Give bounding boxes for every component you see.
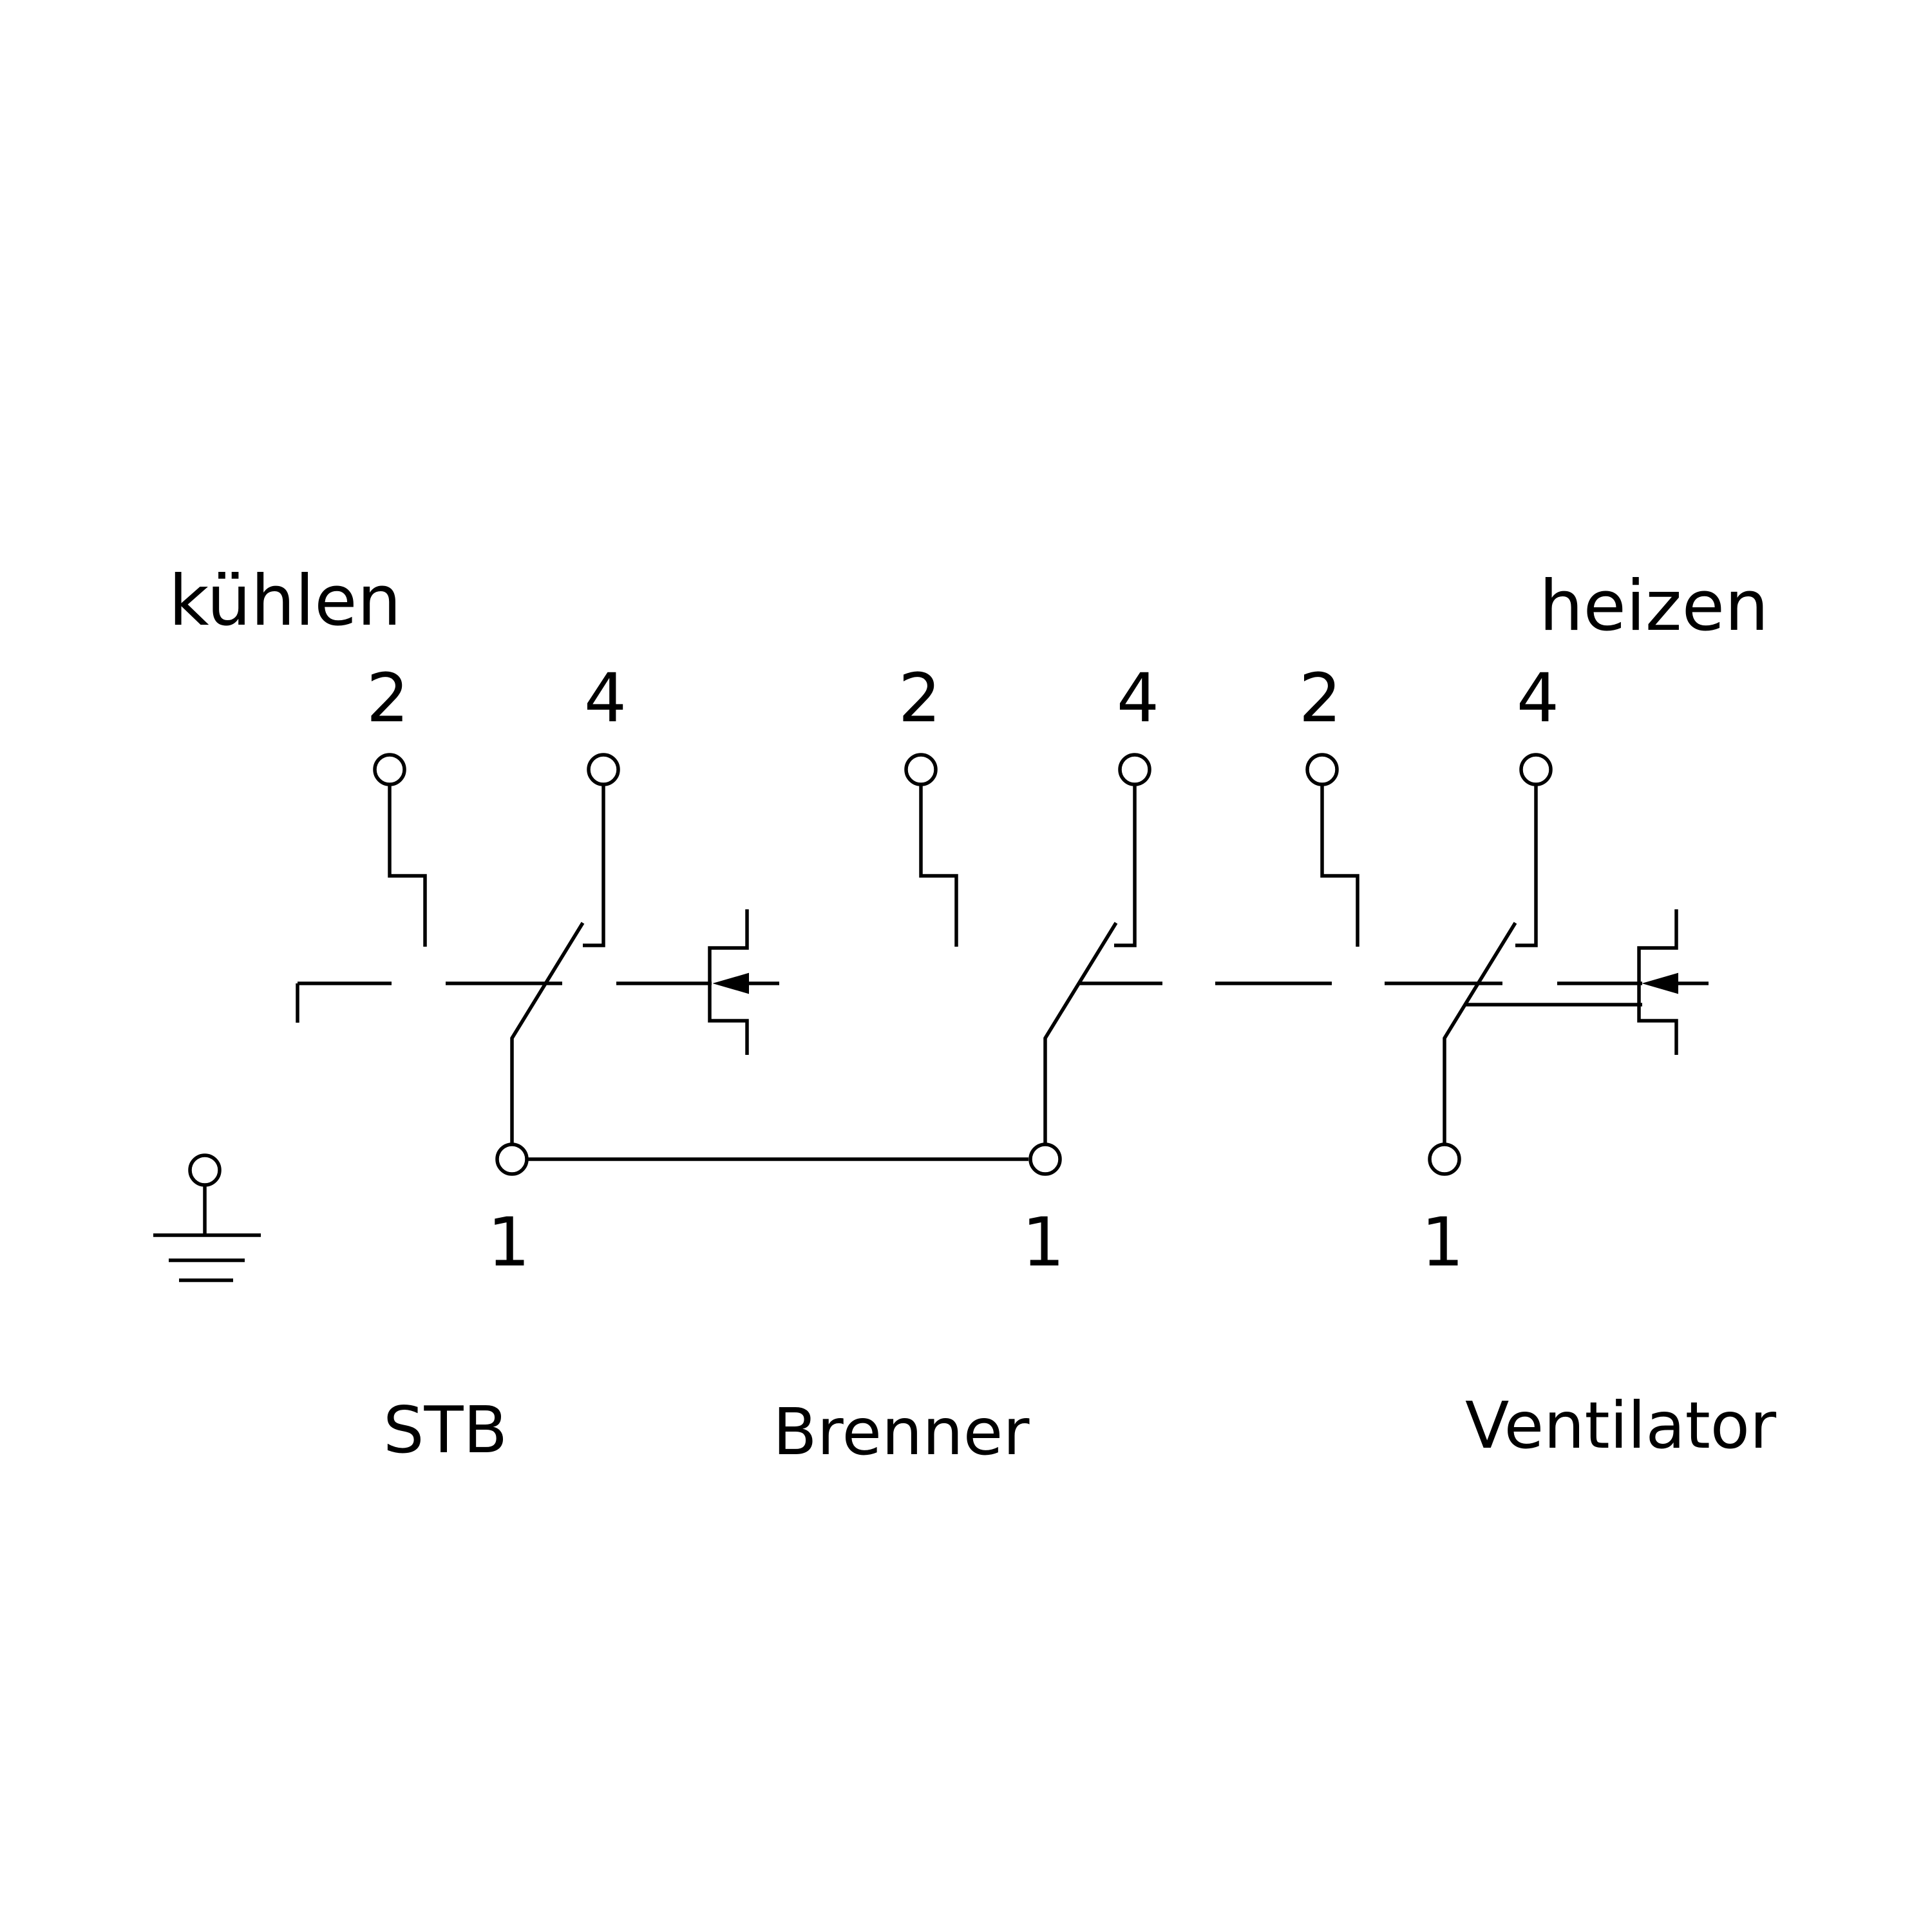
ventilator-contact-nc-path <box>1320 770 1359 947</box>
mechanical-linkage <box>296 981 1642 1023</box>
brenner-contact-blade <box>1043 922 1118 1159</box>
brenner-terminal-1 <box>1028 1142 1062 1176</box>
ventilator-terminal-1-label: 1 <box>1421 1203 1464 1282</box>
stb-contact-blade <box>510 922 585 1159</box>
ventilator-terminal-4 <box>1519 753 1553 786</box>
ground-terminal <box>188 1153 222 1187</box>
stb-terminal-2 <box>373 753 406 786</box>
brenner-terminal-2 <box>904 753 938 786</box>
bimetal-actuator-2 <box>1637 909 1709 1055</box>
brenner-contact <box>919 770 1137 1159</box>
ground-symbol <box>153 1153 261 1282</box>
actuator-2-arrow-icon <box>1642 972 1678 994</box>
ventilator-terminal-2 <box>1305 753 1339 786</box>
ventilator-terminal-4-label: 4 <box>1517 659 1559 737</box>
stb-terminal-4 <box>587 753 620 786</box>
stb-terminal-1-label: 1 <box>488 1203 530 1282</box>
brenner-terminal-4-label: 4 <box>1117 659 1159 737</box>
stb-contact-nc-path <box>388 770 427 947</box>
ventilator-contact-no-path <box>1515 770 1538 947</box>
stb-contact <box>388 770 605 1159</box>
brenner-terminal-2-label: 2 <box>898 659 941 737</box>
bimetal-actuator-1 <box>708 909 779 1055</box>
ventilator-terminal-2-label: 2 <box>1299 659 1341 737</box>
actuator-2-bracket <box>1637 909 1678 1055</box>
ventilator-contact-blade <box>1443 922 1517 1159</box>
label-ventilator: Ventilator <box>1465 1388 1777 1463</box>
label-brenner: Brenner <box>773 1394 1030 1470</box>
brenner-contact-nc-path <box>919 770 958 947</box>
brenner-terminal-1-label: 1 <box>1022 1203 1065 1282</box>
label-stb: STB <box>383 1392 507 1468</box>
brenner-terminal-4 <box>1118 753 1151 786</box>
ventilator-terminal-1 <box>1428 1142 1461 1176</box>
stb-terminal-2-label: 2 <box>366 659 409 737</box>
actuator-1-bracket <box>708 909 749 1055</box>
stb-terminal-1 <box>495 1142 529 1176</box>
label-kuehlen: kühlen <box>169 561 401 641</box>
stb-terminal-4-label: 4 <box>584 659 627 737</box>
brenner-contact-no-path <box>1114 770 1137 947</box>
stb-contact-no-path <box>583 770 605 947</box>
label-heizen: heizen <box>1539 566 1768 647</box>
ventilator-contact <box>1320 770 1538 1159</box>
actuator-1-arrow-icon <box>712 972 749 994</box>
